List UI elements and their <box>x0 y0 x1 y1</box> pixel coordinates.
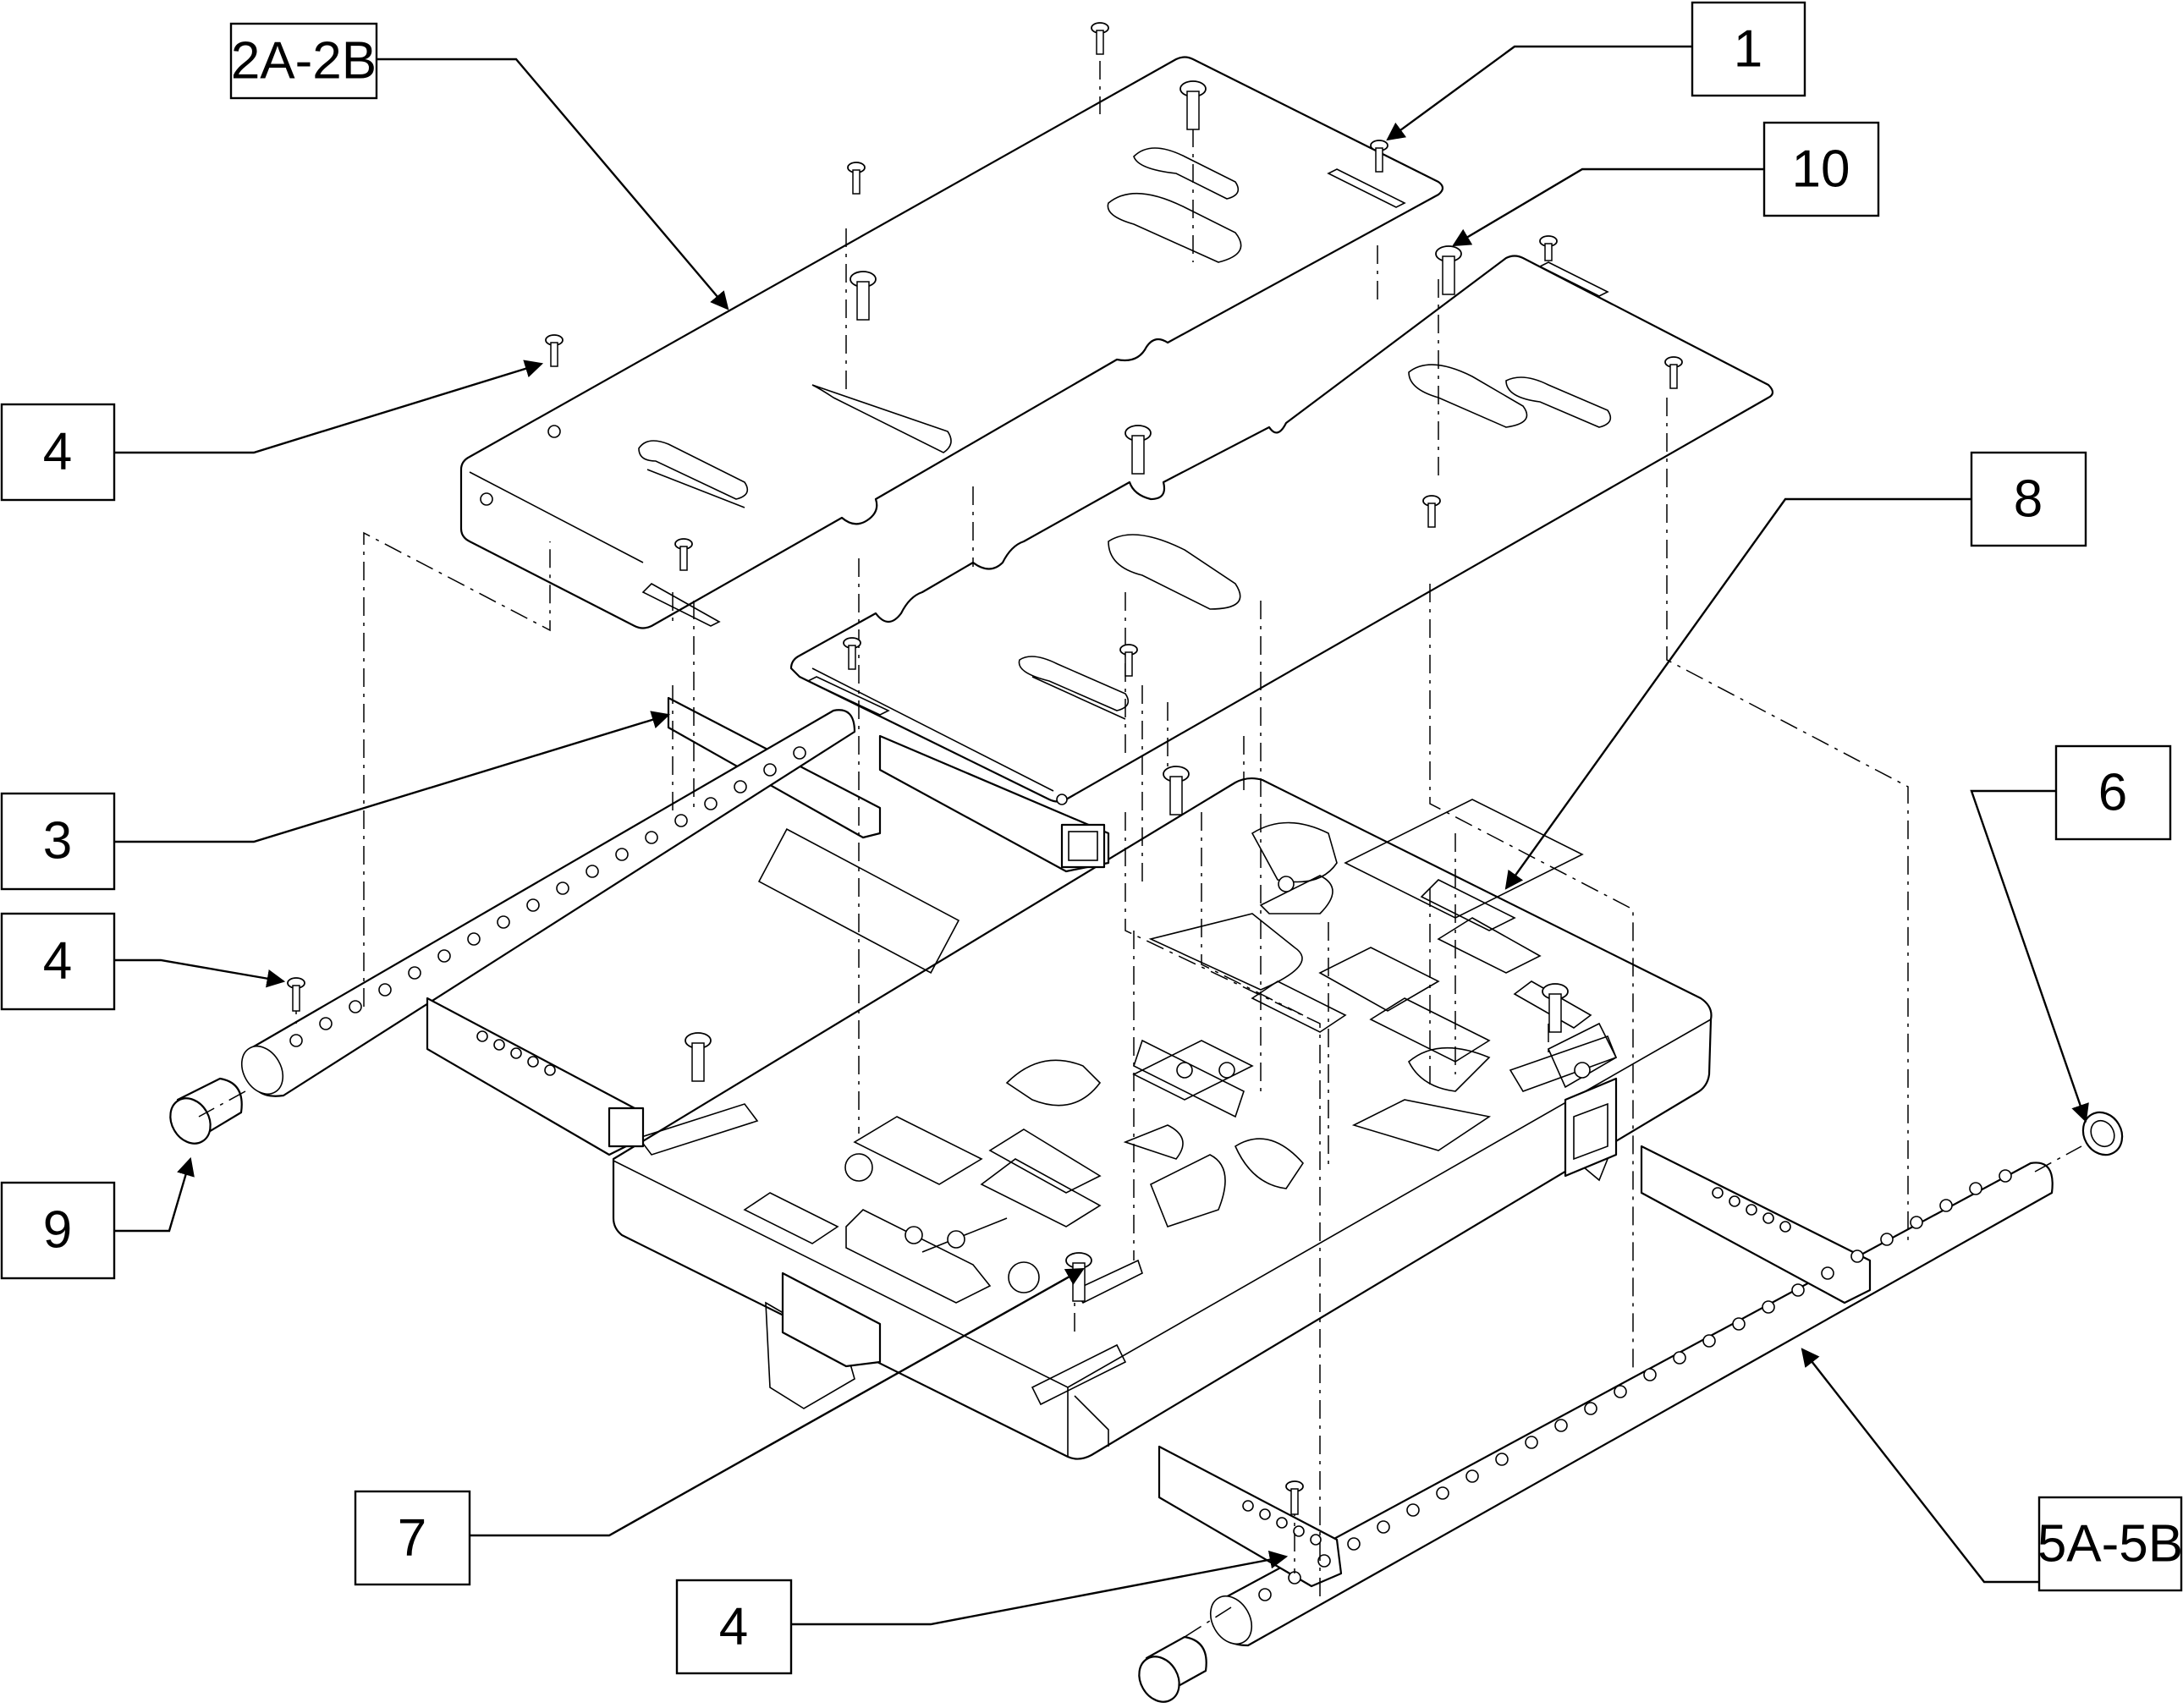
callout-3-text: 3 <box>43 812 72 870</box>
callout-6: 6 <box>2054 744 2172 841</box>
screw-icon <box>847 162 866 195</box>
callout-10: 10 <box>1762 121 1880 217</box>
screw-icon <box>1539 235 1558 261</box>
callout-4-bottom: 4 <box>675 1579 793 1675</box>
callout-7: 7 <box>354 1490 471 1586</box>
callout-5a-5b: 5A-5B <box>2037 1496 2183 1592</box>
seat-pan-base <box>612 777 1713 1460</box>
socket-screw-icon <box>1179 80 1207 130</box>
callout-7-text: 7 <box>398 1509 426 1568</box>
callout-8: 8 <box>1970 451 2087 547</box>
callout-9: 9 <box>0 1181 116 1280</box>
support-tube-right <box>1157 1145 2054 1647</box>
screw-icon <box>1285 1480 1304 1515</box>
callout-4-top-text: 4 <box>43 423 72 481</box>
screw-icon <box>674 538 693 571</box>
screw-icon <box>1370 140 1388 173</box>
callout-1: 1 <box>1691 1 1806 97</box>
socket-screw-icon <box>850 271 877 321</box>
seat-plate-rear <box>789 255 1774 805</box>
callout-3: 3 <box>0 792 116 891</box>
callout-6-text: 6 <box>2098 764 2127 822</box>
callout-5a-5b-text: 5A-5B <box>2037 1515 2183 1573</box>
callout-10-text: 10 <box>1792 140 1850 199</box>
callout-4-mid: 4 <box>0 912 116 1011</box>
screw-icon <box>545 334 564 367</box>
end-cap-right <box>2081 1111 2124 1156</box>
callout-1-text: 1 <box>1734 20 1762 79</box>
socket-screw-icon <box>1542 983 1569 1033</box>
end-cap-right-lower <box>1138 1635 1207 1703</box>
screw-icon <box>1664 356 1683 389</box>
callout-2a-2b-text: 2A-2B <box>231 32 377 91</box>
socket-screw-icon <box>1163 766 1190 816</box>
callout-4-top: 4 <box>0 403 116 502</box>
socket-screw-icon <box>685 1032 712 1082</box>
socket-screw-icon <box>1124 425 1152 475</box>
screw-icon <box>1422 495 1441 528</box>
callout-8-text: 8 <box>2014 470 2043 529</box>
screw-icon <box>1091 22 1109 55</box>
screw-set <box>287 22 1683 1515</box>
seat-plate-front <box>459 56 1444 629</box>
screw-icon <box>843 637 861 670</box>
support-tube-left <box>240 709 856 1156</box>
callout-9-text: 9 <box>43 1201 72 1260</box>
callout-2a-2b: 2A-2B <box>229 22 378 100</box>
screw-icon <box>1119 644 1138 677</box>
end-cap-left <box>169 1077 243 1145</box>
leader-lines <box>114 45 2089 1626</box>
callout-4-mid-text: 4 <box>43 932 72 991</box>
screw-icon <box>287 977 305 1012</box>
callout-4-bottom-text: 4 <box>719 1598 748 1656</box>
socket-screw-icon <box>1435 245 1462 295</box>
